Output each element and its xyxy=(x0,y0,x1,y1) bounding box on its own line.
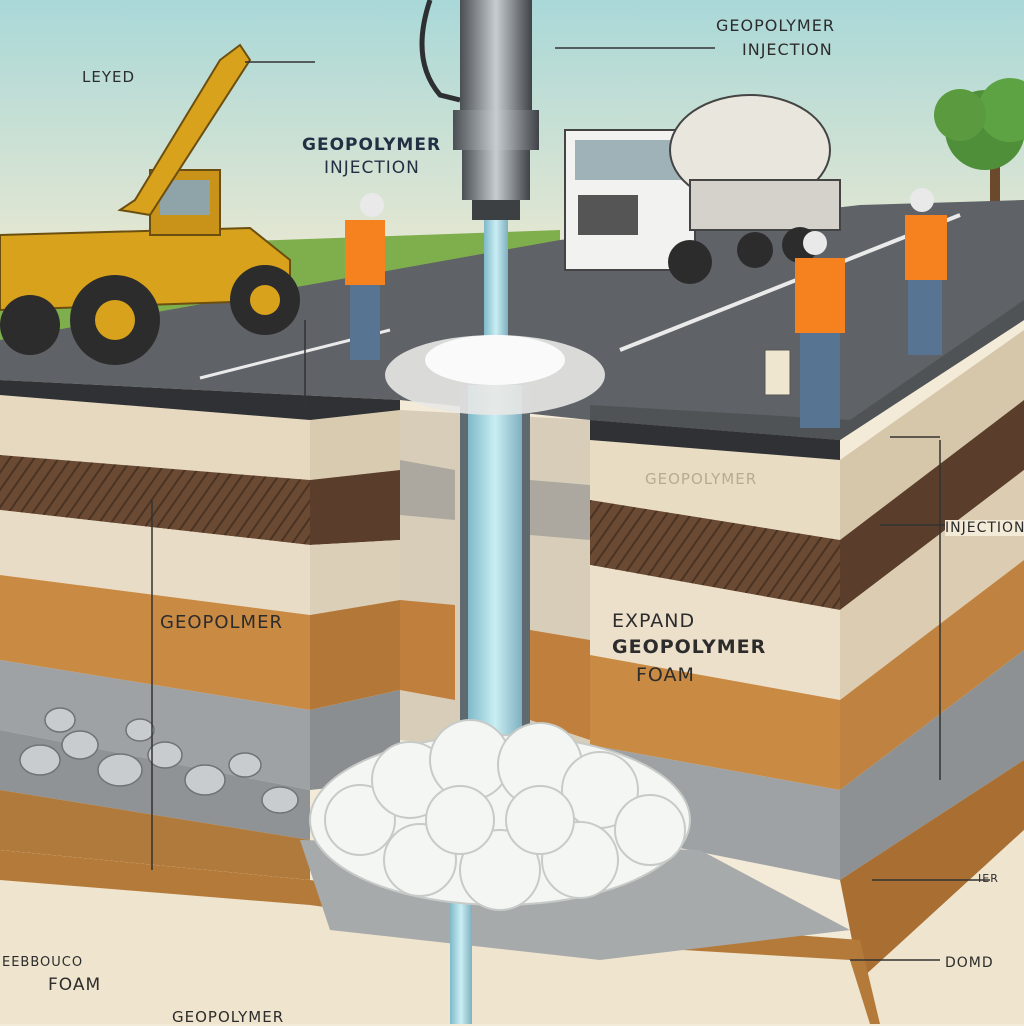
right-soil-block xyxy=(590,330,1024,1024)
expanding-foam xyxy=(309,719,691,911)
worker-icon xyxy=(905,188,947,355)
label-top-right-injection: INJECTION xyxy=(742,40,833,59)
label-left-geopolmer: GEOPOLMER xyxy=(160,612,283,633)
label-expand: EXPAND xyxy=(612,610,696,632)
leader-lines xyxy=(151,47,1024,961)
label-center-injection: INJECTION xyxy=(324,158,420,178)
label-bottom-right-domd: DOMD xyxy=(945,955,994,971)
label-top-right-geopolymer: GEOPOLYMER xyxy=(716,16,835,35)
spray-particles xyxy=(385,335,605,415)
tree-icon xyxy=(934,78,1024,225)
label-center-geopolymer: GEOPOLYMER xyxy=(302,135,442,155)
label-bottom-left-eebboucco: EEBBOUCO xyxy=(2,955,84,970)
road-right-top xyxy=(590,300,1024,440)
label-leyed: LEYED xyxy=(82,68,136,86)
cement-truck-icon xyxy=(564,94,841,284)
label-bottom-center-geopolymer: GEOPOLYMER xyxy=(172,1008,285,1026)
injection-pipe xyxy=(450,215,530,1024)
excavator-icon xyxy=(0,43,300,365)
label-bottom-left-foam: FOAM xyxy=(48,975,102,995)
label-right-injection: INJECTION xyxy=(945,520,1024,536)
deep-sand-layer xyxy=(0,880,870,1024)
label-block-right-geopolymer: GEOPOLYMER xyxy=(645,470,758,488)
road-marking xyxy=(619,213,961,352)
label-right-ier: IER xyxy=(978,872,999,885)
gravel-layer xyxy=(19,707,299,814)
injection-nozzle-icon xyxy=(419,0,539,220)
worker-icon xyxy=(345,193,385,360)
label-expand-foam: FOAM xyxy=(636,664,695,686)
worker-icon xyxy=(764,231,845,428)
label-expand-geopolymer: GEOPOLYMER xyxy=(612,636,767,658)
